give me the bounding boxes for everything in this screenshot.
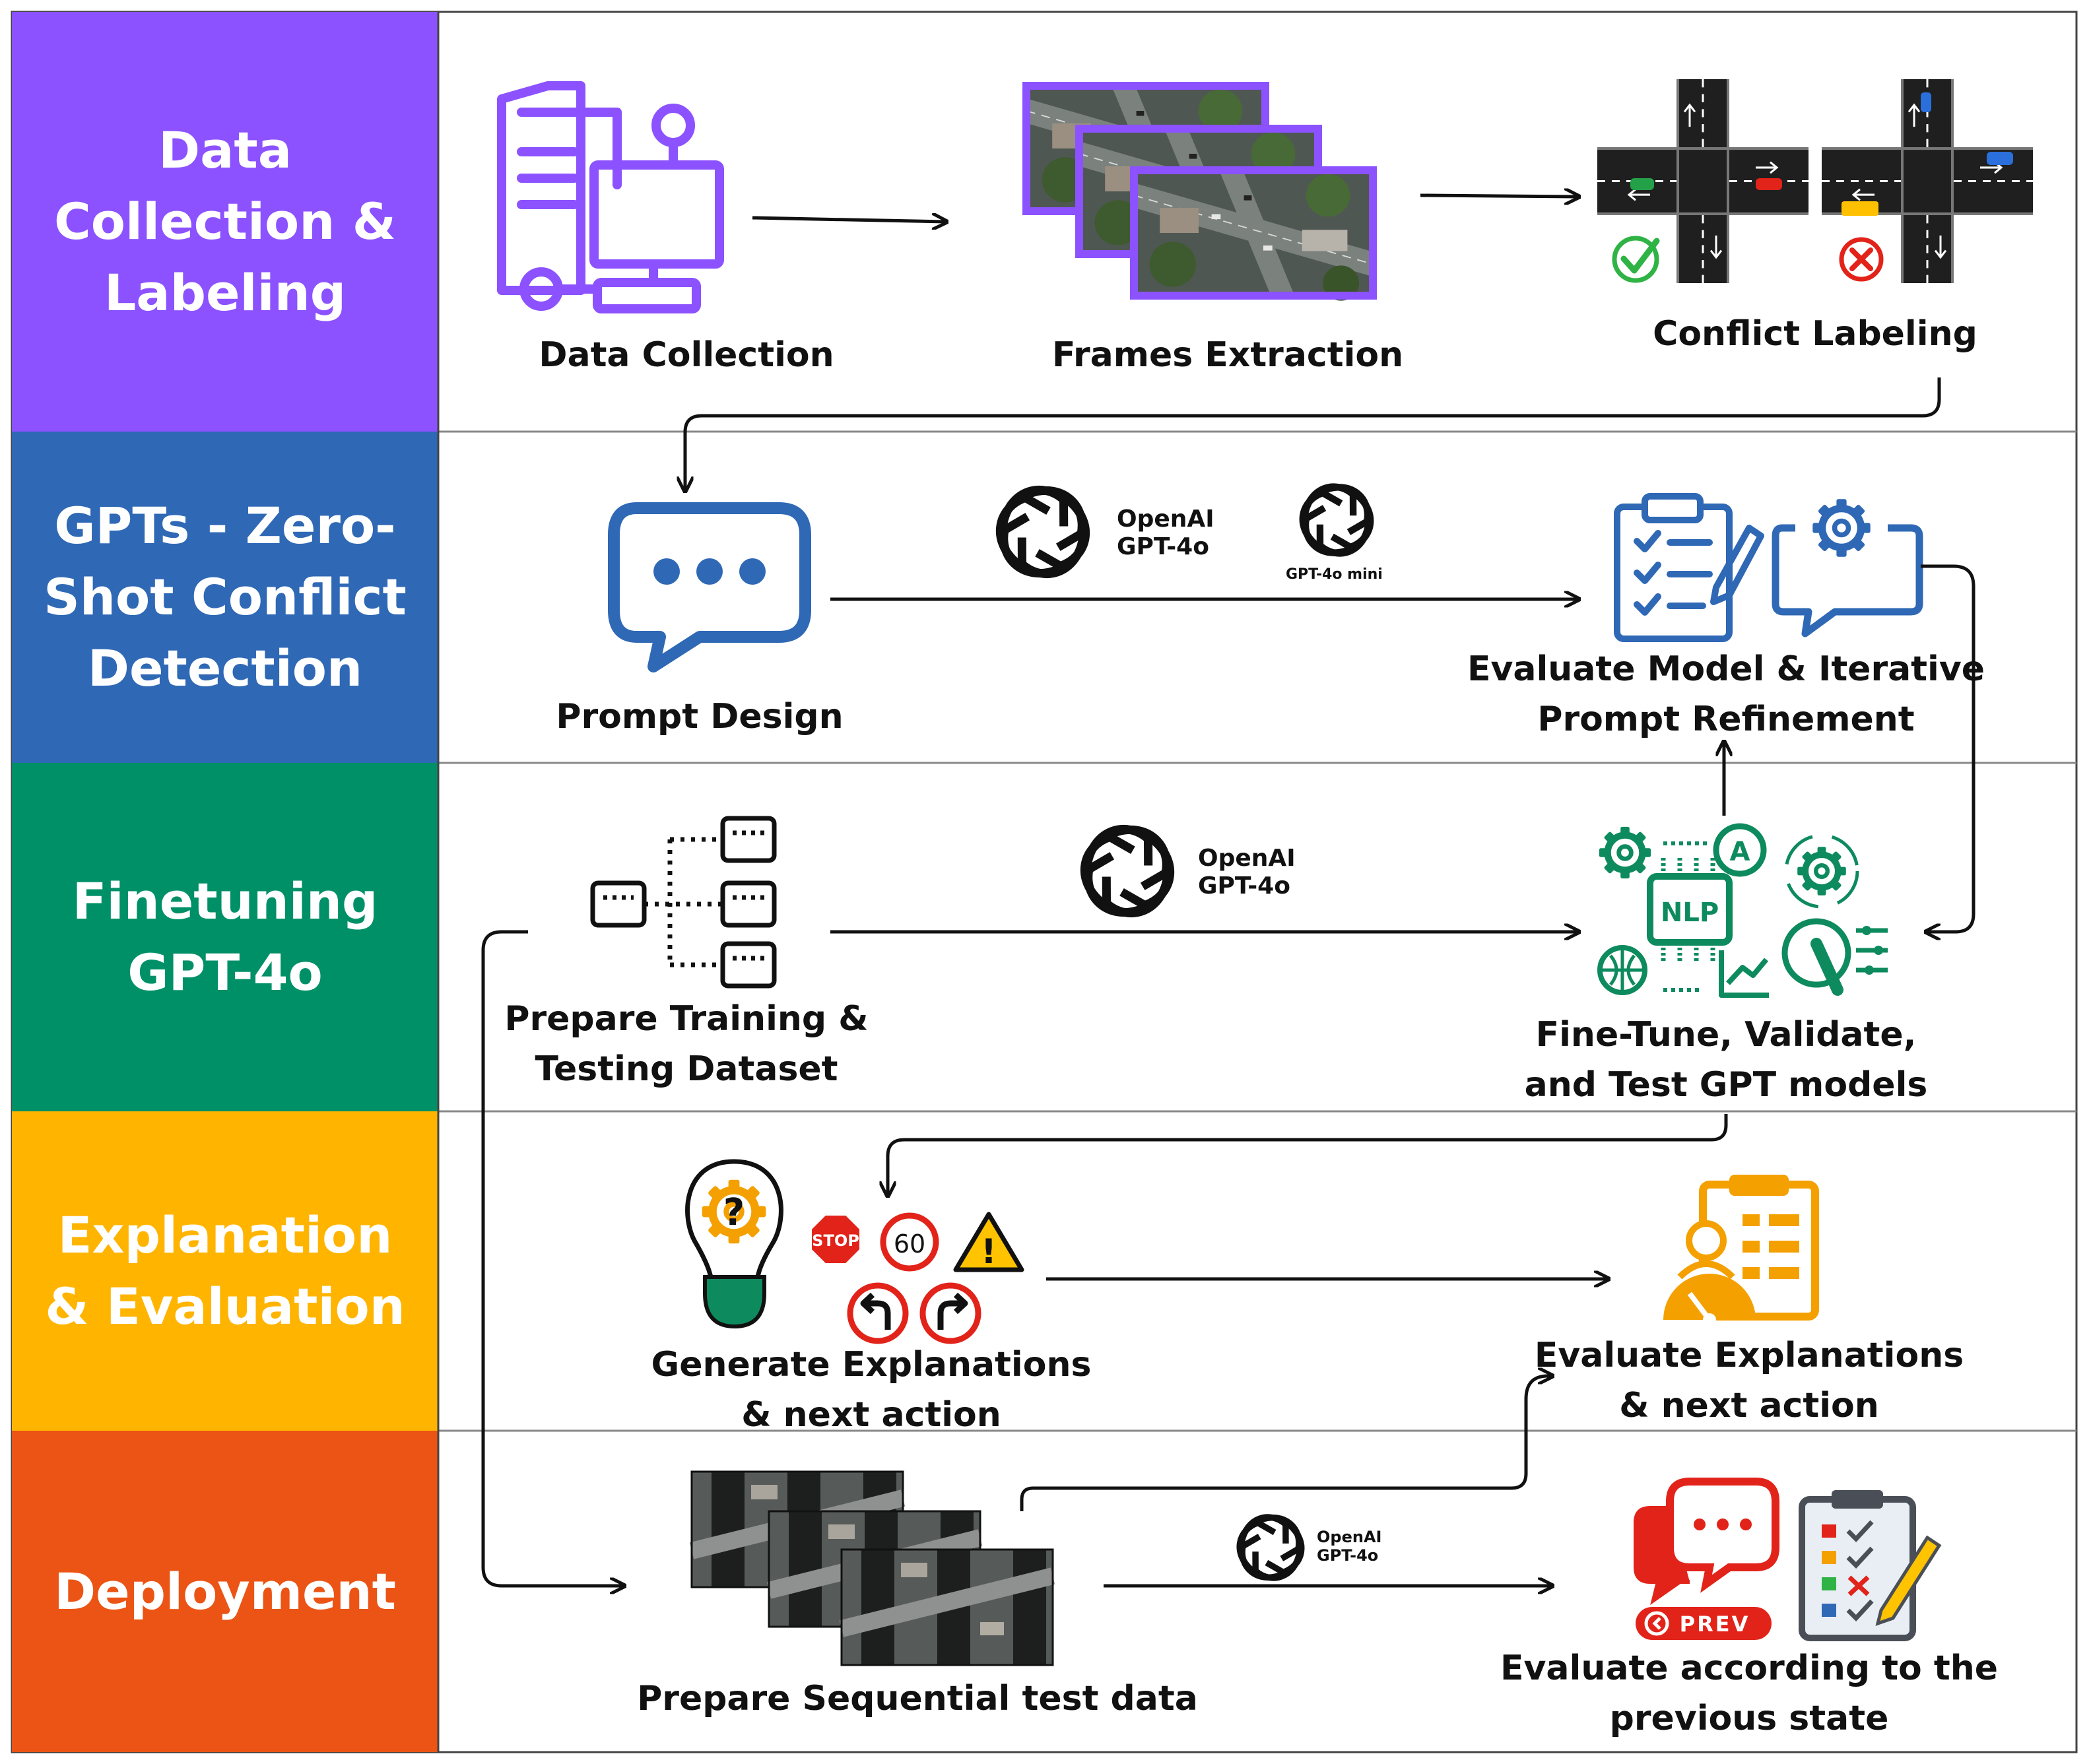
band-label-finetuning: Finetuning GPT-4o <box>72 872 378 1002</box>
openai-logo-icon <box>1230 1508 1310 1587</box>
checklist-icon <box>1799 1490 1942 1641</box>
band-gpts <box>12 432 438 763</box>
band-label-gpts: GPTs - Zero- Shot Conflict Detection <box>44 496 407 698</box>
node-prepare-sequential: Prepare Sequential test data <box>637 1679 1198 1718</box>
label-gpt4o-mini: GPT-4o mini <box>1286 566 1383 583</box>
turn-right-icon <box>919 1282 981 1344</box>
node-prompt-design: Prompt Design <box>556 697 844 736</box>
openai-logo-icon <box>987 477 1098 586</box>
arrow-sequential-to-evaluate-explanations <box>1020 1376 1551 1511</box>
arrow-training-to-sequential <box>481 930 623 1586</box>
arrow-frames-to-labeling <box>1420 195 1577 197</box>
band-explanation <box>12 1111 438 1431</box>
stop-sign-icon: STOP <box>809 1213 862 1266</box>
chat-bubbles-icon: PREV <box>1634 1478 1779 1640</box>
check-icon <box>1612 236 1660 283</box>
node-fine-tune: Fine-Tune, Validate, and Test GPT models <box>1524 1015 1928 1105</box>
arrow-labeling-to-prompt <box>685 377 1941 490</box>
label-gpt4o-row3: OpenAI GPT-4o <box>1198 845 1296 899</box>
node-conflict-labeling: Conflict Labeling <box>1653 314 1977 354</box>
letter-a-text: A <box>1730 837 1750 867</box>
node-evaluate-previous: Evaluate according to the previous state <box>1500 1649 1998 1738</box>
band-label-data-collection: Data Collection & Labeling <box>53 121 397 322</box>
lightbulb-gear-icon: ? <box>685 1159 783 1329</box>
speed-limit-icon: 60 <box>880 1212 939 1272</box>
speed-text: 60 <box>894 1229 925 1258</box>
band-label-deployment: Deployment <box>53 1561 396 1621</box>
band-label-explanation: Explanation & Evaluation <box>45 1206 405 1336</box>
arrow-finetune-to-explanations <box>888 1114 1728 1194</box>
node-generate-explanations: Generate Explanations & next action <box>651 1345 1092 1435</box>
sequential-frames-icon <box>692 1472 1053 1665</box>
openai-logo-icon <box>1293 476 1381 563</box>
clipboard-checklist-icon <box>1614 493 1764 642</box>
arrow-collection-to-frames <box>752 218 945 222</box>
label-gpt4o-row5: OpenAI GPT-4o <box>1317 1528 1382 1565</box>
cross-icon <box>1839 237 1884 282</box>
row-dividers <box>438 430 2076 1432</box>
document-computer-icon <box>497 81 724 313</box>
openai-logo-icon <box>1072 816 1183 925</box>
node-evaluate-model: Evaluate Model & Iterative Prompt Refine… <box>1467 649 1985 739</box>
nlp-text: NLP <box>1661 898 1719 928</box>
label-gpt4o-row2: OpenAI GPT-4o <box>1117 506 1214 560</box>
node-evaluate-explanations: Evaluate Explanations & next action <box>1534 1336 1964 1425</box>
band-finetuning <box>12 763 438 1111</box>
node-data-collection: Data Collection <box>539 335 834 375</box>
node-frames-extraction: Frames Extraction <box>1051 335 1404 375</box>
stop-text: STOP <box>812 1231 859 1250</box>
gear-chat-icon <box>1772 499 1923 637</box>
intersection-icon <box>1596 78 2034 284</box>
evaluation-report-icon <box>1663 1175 1819 1326</box>
turn-left-icon <box>847 1282 909 1344</box>
warning-text: ! <box>981 1232 997 1272</box>
tree-structure-icon <box>590 816 777 989</box>
band-deployment <box>12 1431 438 1752</box>
arrow-evaluate-to-finetune <box>1921 564 1975 932</box>
chat-bubble-icon <box>608 502 811 672</box>
aerial-frames-icon <box>1026 86 1374 301</box>
band-data-collection <box>12 12 438 432</box>
prev-text: PREV <box>1680 1612 1750 1637</box>
warning-sign-icon: ! <box>953 1212 1024 1272</box>
nlp-chip-icon: NLP A <box>1599 823 1888 998</box>
node-prepare-training: Prepare Training & Testing Dataset <box>504 999 869 1089</box>
question-mark-text: ? <box>723 1191 745 1234</box>
